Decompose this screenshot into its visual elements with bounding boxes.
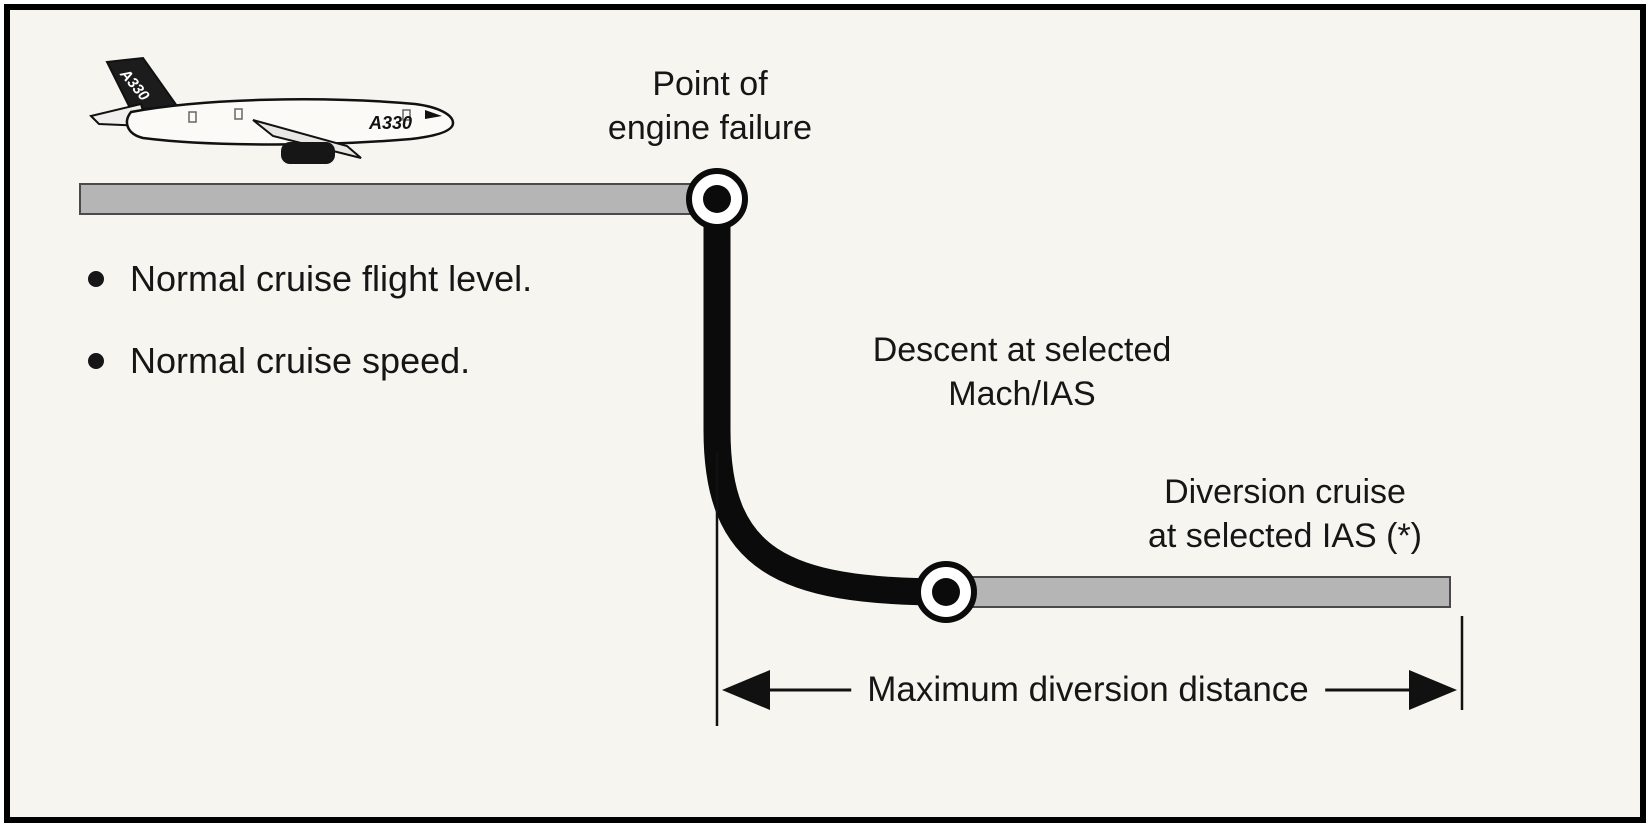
airplane-fuselage-label: A330	[368, 113, 412, 133]
airplane-illustration: A330 A330	[89, 56, 455, 164]
cruise-bullet-list: Normal cruise flight level. Normal cruis…	[88, 258, 532, 422]
airplane-door	[402, 109, 411, 121]
descent-label-line2: Mach/IAS	[948, 375, 1096, 413]
engine-failure-label-line2: engine failure	[607, 109, 813, 147]
descent-label-line1: Descent at selected	[872, 331, 1172, 369]
engine-failure-label-line1: Point of	[652, 65, 768, 103]
right-arrowhead-icon	[1409, 670, 1457, 710]
airplane-door	[234, 108, 243, 120]
diversion-start-dot	[915, 561, 977, 623]
bullet-icon	[88, 271, 104, 287]
engine-failure-dot	[686, 168, 748, 230]
bullet-text: Normal cruise flight level.	[130, 258, 533, 299]
list-item: Normal cruise speed.	[88, 340, 532, 382]
airplane-engine	[281, 142, 335, 164]
diversion-label-line2: at selected IAS (*)	[1147, 517, 1422, 555]
cruise-level-bar	[79, 183, 719, 215]
airplane-fuselage	[125, 98, 455, 146]
left-arrowhead-icon	[722, 670, 770, 710]
bullet-icon	[88, 353, 104, 369]
airplane-cockpit	[425, 110, 442, 119]
airplane-door	[188, 111, 197, 123]
engine-failure-label: Point of engine failure	[510, 62, 910, 150]
bullet-text: Normal cruise speed.	[130, 340, 471, 381]
descent-curve	[703, 188, 960, 606]
descent-label: Descent at selected Mach/IAS	[822, 328, 1222, 416]
list-item: Normal cruise flight level.	[88, 258, 532, 300]
diversion-label: Diversion cruise at selected IAS (*)	[1075, 470, 1495, 558]
diversion-cruise-bar	[951, 576, 1451, 608]
diversion-label-line1: Diversion cruise	[1164, 473, 1406, 511]
max-diversion-distance-label: Maximum diversion distance	[851, 670, 1325, 710]
